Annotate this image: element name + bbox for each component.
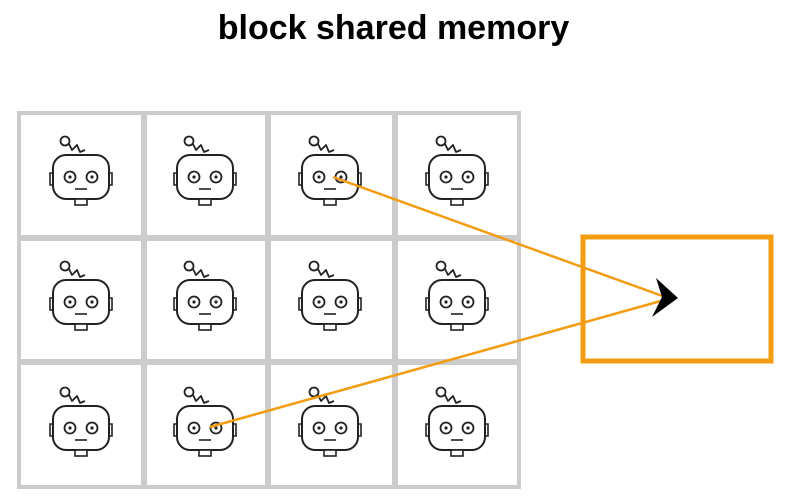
- diagram-title: block shared memory: [217, 9, 570, 47]
- robot-thread-icon: [425, 260, 489, 331]
- arrowhead-icon: [652, 278, 678, 317]
- robot-thread-icon: [298, 135, 362, 206]
- arrow-thread-to-memory: [209, 297, 669, 429]
- thread-grid: [17, 111, 521, 489]
- shared-memory-box: [580, 234, 774, 364]
- robot-thread-icon: [425, 386, 489, 457]
- robot-thread-icon: [425, 135, 489, 206]
- robot-thread-icon: [49, 386, 113, 457]
- robot-thread-icon: [173, 135, 237, 206]
- robot-thread-icon: [49, 260, 113, 331]
- robot-thread-icon: [298, 386, 362, 457]
- robot-thread-icon: [173, 260, 237, 331]
- arrow-thread-to-memory: [332, 175, 669, 300]
- robot-thread-icon: [298, 260, 362, 331]
- robot-thread-icon: [49, 135, 113, 206]
- grid-cell: [394, 361, 521, 489]
